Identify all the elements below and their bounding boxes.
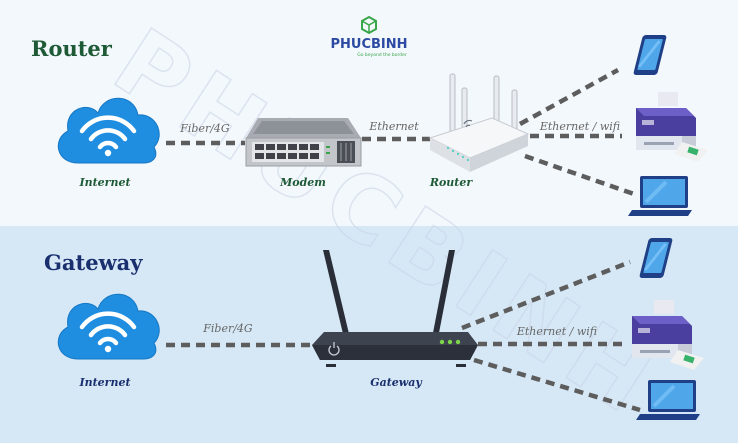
- logo-brand: PHUCBINH: [330, 37, 407, 52]
- gateway-phone-link: [461, 259, 631, 331]
- ethernet-wifi-link-label: Ethernet / wifi: [539, 120, 620, 133]
- router-icon: [428, 73, 530, 172]
- router-section-title: Router: [31, 36, 113, 61]
- gateway-fiber-link-label: Fiber/4G: [202, 322, 253, 335]
- modem-icon: [245, 118, 362, 167]
- ethernet-link-label: Ethernet: [368, 120, 419, 133]
- brand-logo: PHUCBINH Go beyond the border: [330, 15, 408, 58]
- logo-tagline: Go beyond the border: [357, 52, 407, 58]
- fiber-link-label: Fiber/4G: [179, 122, 230, 135]
- modem-label: Modem: [279, 176, 326, 189]
- gateway-section-title: Gateway: [44, 250, 143, 275]
- gateway-ethernet-wifi-link-label: Ethernet / wifi: [516, 325, 597, 338]
- gateway-icon: [312, 250, 478, 367]
- router-label: Router: [429, 176, 474, 189]
- gateway-label: Gateway: [370, 376, 423, 389]
- gateway-internet-label: Internet: [78, 376, 130, 389]
- router-laptop-link: [524, 153, 635, 197]
- internet-label: Internet: [78, 176, 130, 189]
- router-phone-link: [518, 68, 620, 126]
